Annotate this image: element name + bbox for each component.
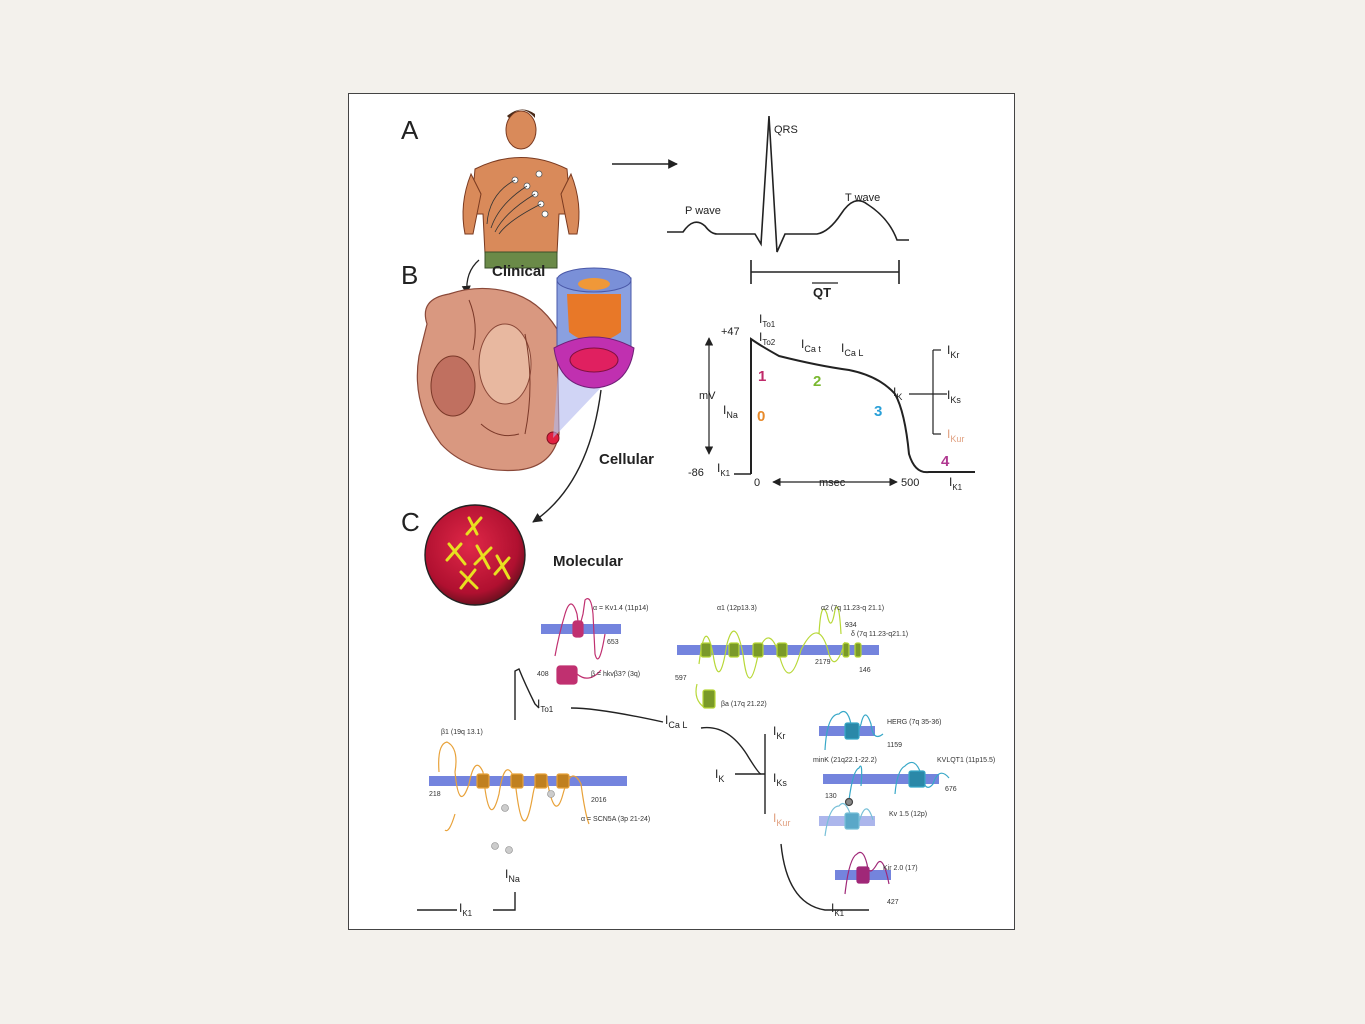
ap-x-end: 500 [901, 477, 919, 489]
ap-phase-1: 1 [758, 368, 766, 385]
channel-ina [438, 741, 590, 854]
ann-kv15: Kv 1.5 (12p) [889, 811, 927, 818]
membrane-ina [429, 776, 627, 786]
label-ica-t: ICa t [801, 337, 821, 354]
figure-frame: A Clinical QRS P wave T wave QT B [348, 93, 1015, 930]
ecg-trace [667, 115, 909, 253]
ap-x-start: 0 [754, 477, 760, 489]
panel-label-a: A [401, 115, 419, 145]
channel-ikur [824, 803, 874, 837]
heart-cross-section [416, 287, 560, 472]
membranes [429, 624, 939, 880]
channel-kir [844, 851, 890, 895]
molecular-current-labels: ITo1 ICa L IKr IK IKs IKur INa IK1 IK1 [459, 697, 845, 918]
ann-1159: 1159 [887, 742, 902, 749]
membrane-iks [823, 774, 939, 784]
label-ina: INa [723, 403, 738, 420]
ann-kv14-653: 653 [607, 639, 619, 646]
label-iks: IKs [947, 388, 961, 405]
ap-phase-4: 4 [941, 453, 950, 470]
level-clinical: Clinical [492, 263, 545, 280]
channel-herg [824, 711, 884, 751]
level-cellular: Cellular [599, 451, 654, 468]
c-label-iks: IKs [773, 771, 787, 788]
ann-676: 676 [945, 786, 957, 793]
c-label-ica-l: ICa L [665, 713, 687, 730]
channel-iks [844, 761, 950, 807]
c-label-ik: IK [715, 767, 724, 784]
ap-x-unit: msec [819, 477, 846, 489]
qt-interval-bracket [750, 260, 900, 284]
label-ito1: ITo1 [759, 312, 776, 329]
c-label-ikur: IKur [773, 811, 790, 828]
ann-597: 597 [675, 675, 687, 682]
ann-delta: δ (7q 11.23-q21.1) [851, 631, 908, 638]
ecg-p-wave-label: P wave [685, 205, 721, 217]
ann-alpha1: α1 (12p13.3) [717, 605, 757, 612]
c-label-ik1-left: IK1 [459, 901, 473, 918]
c-label-ito1: ITo1 [537, 697, 554, 714]
ann-146: 146 [859, 667, 871, 674]
label-ito2: ITo2 [759, 330, 776, 347]
label-ik: IK [893, 385, 902, 402]
ann-beta1: β1 (19q 13.1) [441, 729, 483, 736]
ap-y-bottom: -86 [688, 467, 704, 479]
label-ik1-left: IK1 [717, 461, 731, 478]
ann-kv14: α = Kv1.4 (11p14) [593, 605, 648, 612]
level-molecular: Molecular [553, 553, 623, 570]
c-label-ik1-right: IK1 [831, 901, 845, 918]
ann-427: 427 [887, 899, 899, 906]
panel-label-c: C [401, 507, 420, 537]
current-connectors [417, 668, 869, 911]
torso-illustration [462, 109, 580, 269]
c-label-ikr: IKr [773, 724, 785, 741]
molecular-annotations: α = Kv1.4 (11p14) 653 408 β = hkvβ3? (3q… [429, 605, 995, 906]
ecg-t-wave-label: T wave [845, 192, 880, 204]
panel-label-b: B [401, 260, 418, 290]
ann-beta-a: βa (17q 21.22) [721, 701, 767, 708]
ann-218: 218 [429, 791, 441, 798]
ap-y-top: +47 [721, 326, 740, 338]
figure-canvas: A Clinical QRS P wave T wave QT B [401, 109, 995, 918]
action-potential-plot [704, 337, 975, 487]
cell-cylinder [553, 267, 635, 389]
ann-alpha2: α2 (7q 11.23-q 21.1) [821, 605, 884, 612]
label-ik1-right: IK1 [949, 475, 963, 492]
ann-beta-hkv: β = hkvβ3? (3q) [591, 671, 640, 678]
ann-2016: 2016 [591, 797, 607, 804]
arrow-cellular-to-molecular [532, 389, 602, 523]
ecg-qrs-label: QRS [774, 124, 798, 136]
ann-mink: minK (21q22.1-22.2) [813, 757, 877, 764]
action-potential-curve [750, 337, 975, 474]
c-label-ina: INa [505, 867, 520, 884]
ap-y-unit: mV [699, 390, 716, 402]
ann-130: 130 [825, 793, 837, 800]
ap-phase-2: 2 [813, 373, 821, 390]
label-ikur: IKur [947, 427, 964, 444]
nucleus-with-chromosomes [424, 504, 526, 606]
current-labels: ITo1 ITo2 ICa t ICa L IK IKr IKs IKur IN… [717, 312, 964, 492]
channel-ito [554, 598, 606, 685]
ann-herg: HERG (7q 35-36) [887, 719, 941, 726]
ap-phase-0: 0 [757, 408, 765, 425]
ann-kir20: Kir 2.0 (17) [883, 865, 918, 872]
ecg-qt-label: QT [813, 285, 831, 300]
ann-scn5a: α = SCN5A (3p 21-24) [581, 816, 650, 823]
ann-kvlqt1: KVLQT1 (11p15.5) [937, 757, 995, 764]
ann-934: 934 [845, 622, 857, 629]
channel-ica [695, 606, 862, 709]
ann-2179: 2179 [815, 659, 831, 666]
ap-phase-3: 3 [874, 403, 882, 420]
label-ica-l: ICa L [841, 341, 863, 358]
label-ikr: IKr [947, 343, 959, 360]
ann-kv14-408: 408 [537, 671, 549, 678]
